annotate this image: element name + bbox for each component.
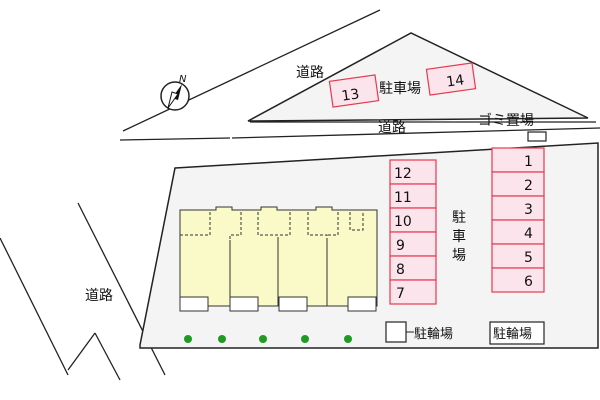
road-label-middle: 道路	[378, 120, 406, 136]
road-edge-left-lower-c	[67, 332, 96, 371]
road-lines	[0, 9, 600, 381]
bicycle-parking-label-2: 駐輪場	[493, 326, 532, 342]
tree	[184, 335, 192, 343]
tree	[344, 335, 352, 343]
tree	[259, 335, 267, 343]
main-parking-label-3: 場	[452, 248, 466, 264]
entrance	[179, 296, 209, 312]
entrance	[347, 296, 377, 312]
parking-space-4[interactable]: 4	[491, 219, 545, 245]
apartment-building	[179, 206, 378, 312]
parking-space-2[interactable]: 2	[491, 171, 545, 197]
upper-parking-spaces: 13 14	[328, 62, 477, 108]
parking-column-left: 12 11 10 9 8 7	[389, 159, 437, 305]
parking-space-5[interactable]: 5	[491, 243, 545, 269]
parking-space-13[interactable]: 13	[328, 74, 380, 108]
parking-number: 3	[524, 202, 533, 218]
main-parking-label-2: 車	[452, 228, 466, 245]
entrance	[229, 296, 259, 312]
road-edge-left-lower-a	[0, 237, 69, 376]
bicycle-parking-box	[385, 321, 407, 343]
tree	[218, 335, 226, 343]
parking-number: 1	[524, 154, 533, 170]
compass-needle-south	[167, 91, 179, 109]
garbage-area-box	[527, 131, 547, 142]
parking-number: 11	[394, 190, 412, 206]
road-edge-middle-left	[119, 137, 231, 141]
parking-number: 6	[524, 274, 533, 290]
parking-number: 4	[524, 226, 533, 242]
bicycle-parking-label-1: 駐輪場	[414, 326, 453, 342]
compass: N	[160, 74, 190, 111]
parking-space-7[interactable]: 7	[389, 279, 437, 305]
parking-column-right: 1 2 3 4 5 6	[491, 147, 545, 293]
road-edge-left-lower-b	[94, 332, 121, 381]
road-label-top-left: 道路	[296, 65, 324, 81]
parking-space-6[interactable]: 6	[491, 267, 545, 293]
bicycle-parking-box-2	[489, 321, 545, 345]
parking-number: 9	[396, 238, 405, 254]
parking-space-14[interactable]: 14	[425, 62, 477, 96]
north-label: N	[179, 74, 187, 85]
parking-number: 5	[524, 250, 533, 266]
building-dashed-lines	[180, 212, 364, 250]
road-edge-middle-right	[231, 127, 600, 139]
parking-number: 13	[341, 86, 361, 104]
trees	[184, 335, 352, 343]
parking-space-3[interactable]: 3	[491, 195, 545, 221]
road-label-left: 道路	[85, 288, 113, 304]
parking-space-9[interactable]: 9	[389, 231, 437, 257]
parking-number: 7	[396, 286, 405, 302]
entrances	[179, 296, 377, 312]
parking-space-8[interactable]: 8	[389, 255, 437, 281]
parking-number: 10	[394, 214, 412, 230]
upper-parking-label: 駐車場	[379, 80, 421, 97]
parking-number: 8	[396, 262, 405, 278]
road-edge-top-left	[122, 9, 381, 132]
parking-number: 14	[445, 72, 465, 90]
main-parking-label-1: 駐	[452, 210, 466, 226]
parking-space-12[interactable]: 12	[389, 159, 437, 185]
parking-space-1[interactable]: 1	[491, 147, 545, 173]
parking-space-10[interactable]: 10	[389, 207, 437, 233]
tree	[301, 335, 309, 343]
parking-space-11[interactable]: 11	[389, 183, 437, 209]
garbage-area-label: ゴミ置場	[478, 112, 534, 129]
parking-number: 12	[394, 166, 412, 182]
entrance	[278, 296, 308, 312]
parking-number: 2	[524, 178, 533, 194]
